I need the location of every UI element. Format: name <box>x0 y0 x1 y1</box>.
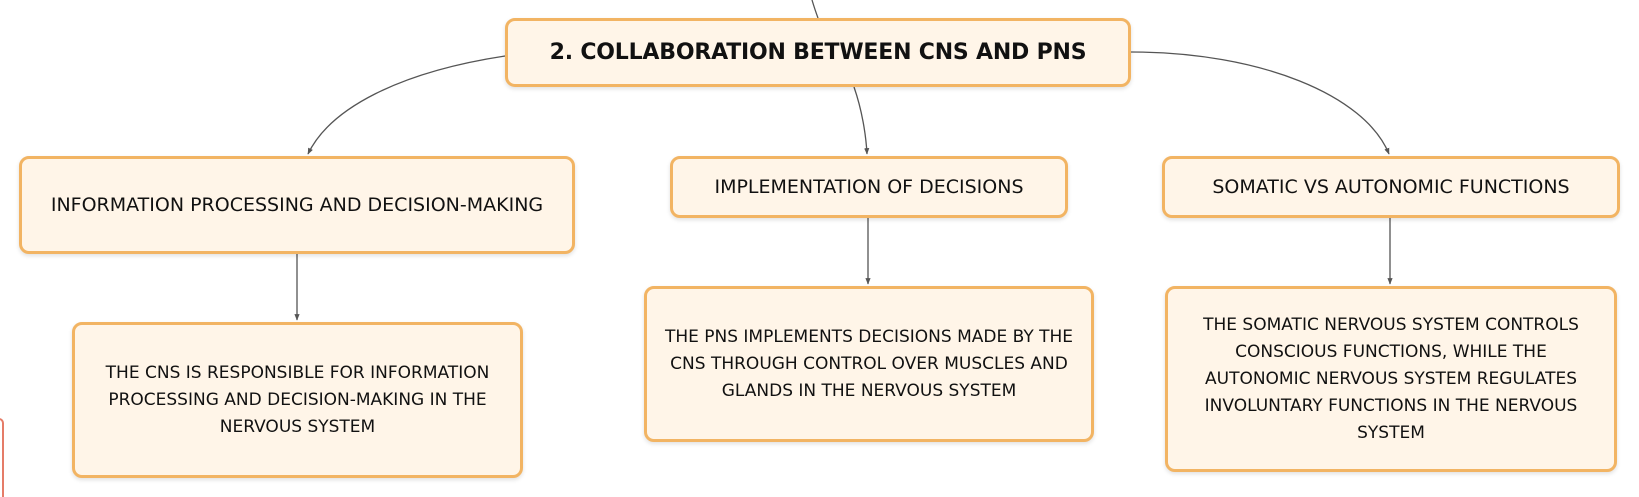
branch-node-label: SOMATIC VS AUTONOMIC FUNCTIONS <box>1212 176 1570 198</box>
connector-root-to-impl <box>853 86 870 155</box>
detail-node-text: THE CNS IS RESPONSIBLE FOR INFORMATION P… <box>105 362 490 437</box>
branch-node-label: INFORMATION PROCESSING AND DECISION-MAKI… <box>50 194 544 216</box>
branch-node-somatic-autonomic[interactable]: SOMATIC VS AUTONOMIC FUNCTIONS <box>1162 156 1620 218</box>
branch-node-information-processing[interactable]: INFORMATION PROCESSING AND DECISION-MAKI… <box>19 156 575 254</box>
branch-node-label: IMPLEMENTATION OF DECISIONS <box>714 176 1024 198</box>
root-node-label: 2. COLLABORATION BETWEEN CNS AND PNS <box>549 40 1087 65</box>
detail-node-text: THE SOMATIC NERVOUS SYSTEM CONTROLS CONS… <box>1203 314 1579 443</box>
connector-incoming <box>811 0 819 19</box>
detail-node-information-processing[interactable]: THE CNS IS RESPONSIBLE FOR INFORMATION P… <box>72 322 523 478</box>
detail-node-somatic-autonomic[interactable]: THE SOMATIC NERVOUS SYSTEM CONTROLS CONS… <box>1165 286 1617 472</box>
detail-node-implementation[interactable]: THE PNS IMPLEMENTS DECISIONS MADE BY THE… <box>644 286 1094 442</box>
connector-root-to-info <box>307 55 506 155</box>
detail-node-text: THE PNS IMPLEMENTS DECISIONS MADE BY THE… <box>664 326 1074 401</box>
connector-root-to-soma <box>1130 51 1390 155</box>
branch-node-implementation[interactable]: IMPLEMENTATION OF DECISIONS <box>670 156 1068 218</box>
partial-offscreen-node <box>0 418 4 497</box>
root-node[interactable]: 2. COLLABORATION BETWEEN CNS AND PNS <box>505 18 1131 87</box>
